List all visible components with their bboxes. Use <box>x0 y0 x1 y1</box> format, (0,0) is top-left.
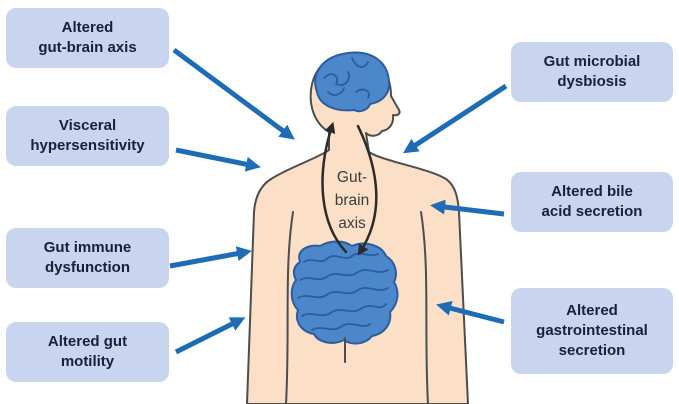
box-label: Gut microbial dysbiosis <box>543 52 641 90</box>
label-box-altered-gastrointestinal-secretion: Altered gastrointestinal secretion <box>511 288 673 374</box>
box-label: Altered gastrointestinal secretion <box>536 301 648 360</box>
box-label: Altered bile acid secretion <box>541 182 643 220</box>
torso-line-right <box>420 211 429 404</box>
arrow-gut-immune-dysfunction <box>169 246 252 269</box>
label-box-gut-microbial-dysbiosis: Gut microbial dysbiosis <box>511 42 673 102</box>
arrow-visceral-hypersensitivity <box>175 147 261 172</box>
label-box-altered-gut-motility: Altered gut motility <box>6 322 169 382</box>
brain-to-gut-arrow <box>356 124 378 256</box>
arrow-gut-microbial-dysbiosis <box>402 83 508 154</box>
arrow-altered-gastrointestinal-secretion <box>436 300 505 325</box>
label-box-altered-gut-brain-axis: Altered gut-brain axis <box>6 8 169 68</box>
connector-arrows <box>169 47 508 355</box>
torso-line-left <box>285 211 294 404</box>
box-label: Altered gut-brain axis <box>38 18 137 56</box>
box-label: Altered gut motility <box>47 332 128 370</box>
arrow-altered-gut-brain-axis <box>172 47 295 140</box>
gut-brain-axis-arrows <box>321 121 378 256</box>
arrow-altered-bile-acid-secretion <box>430 199 505 217</box>
arrow-altered-gut-motility <box>174 317 246 355</box>
intestines-icon <box>290 240 399 363</box>
gut-to-brain-arrow <box>321 121 348 254</box>
label-box-gut-immune-dysfunction: Gut immune dysfunction <box>6 228 169 288</box>
brain-icon <box>314 51 391 113</box>
box-label: Gut immune dysfunction <box>43 238 132 276</box>
label-box-visceral-hypersensitivity: Visceral hypersensitivity <box>6 106 169 166</box>
gut-brain-axis-label: Gut- brain axis <box>334 169 370 232</box>
label-box-altered-bile-acid-secretion: Altered bile acid secretion <box>511 172 673 232</box>
box-label: Visceral hypersensitivity <box>30 116 145 154</box>
